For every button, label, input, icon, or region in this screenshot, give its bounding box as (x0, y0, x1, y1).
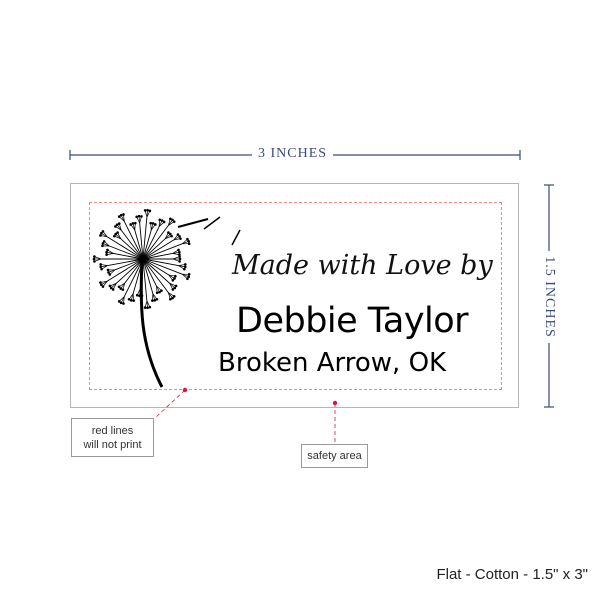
callout-red-lines-line2: will not print (83, 439, 142, 451)
callout-red-lines-line1: red lines (91, 425, 134, 437)
callout-safety-area: safety area (301, 444, 368, 468)
label-line-name: Debbie Taylor (236, 301, 469, 341)
label-outline (70, 183, 519, 408)
label-line-city: Broken Arrow, OK (218, 348, 447, 378)
label-line-made-with-love: Made with Love by (232, 250, 493, 281)
width-dimension-label: 3 INCHES (252, 146, 334, 162)
product-caption: Flat - Cotton - 1.5" x 3" (436, 566, 588, 583)
dandelion-icon (92, 208, 241, 388)
callout-red-lines: red lines will not print (71, 418, 154, 457)
safety-area-outline (89, 202, 502, 390)
